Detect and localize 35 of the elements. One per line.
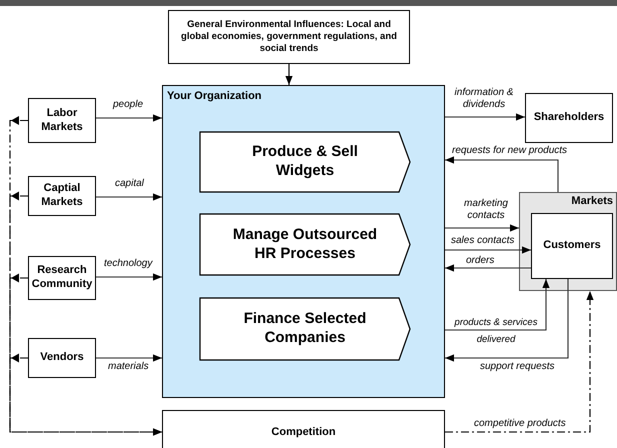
edge-label: technology — [104, 258, 152, 270]
organization-panel — [162, 85, 445, 398]
box — [28, 256, 96, 300]
node-label: Competition — [271, 426, 336, 440]
panel-heading: Markets — [571, 195, 613, 209]
box — [28, 338, 96, 378]
edge-label: capital — [115, 178, 144, 190]
edge-label: sales contacts — [451, 235, 514, 247]
node-label: Produce & Sell Widgets — [251, 143, 359, 181]
node-label: Finance Selected Companies — [242, 310, 368, 348]
edge-label: people — [113, 99, 144, 111]
node-label: Shareholders — [534, 111, 604, 125]
node-label: Customers — [543, 239, 601, 253]
edge-label: materials — [108, 361, 149, 373]
box — [168, 10, 410, 64]
node-label: General Environmental Influences: Local and global economies, government regulations, and social trends — [180, 19, 398, 55]
node-label: Vendors — [40, 351, 84, 365]
box — [28, 176, 96, 216]
edge-label: requests for new products — [452, 145, 568, 157]
node-label: Captial Markets — [40, 182, 84, 210]
node-label: Labor Markets — [40, 106, 84, 134]
edge-label: information & dividends — [454, 87, 514, 111]
markets-panel — [519, 192, 617, 291]
edge-label: marketing contacts — [463, 198, 509, 222]
edge-label: competitive products — [474, 418, 566, 430]
edge-label: support requests — [480, 361, 554, 373]
box — [162, 410, 445, 448]
panel-heading: Your Organization — [167, 90, 262, 104]
node-label: Manage Outsourced HR Processes — [232, 226, 378, 264]
node-label: Research Community — [30, 264, 94, 292]
box — [531, 213, 613, 279]
edge-label: products & services delivered — [453, 316, 538, 347]
box — [28, 98, 96, 143]
edge-label: orders — [466, 255, 494, 267]
box — [525, 93, 613, 143]
